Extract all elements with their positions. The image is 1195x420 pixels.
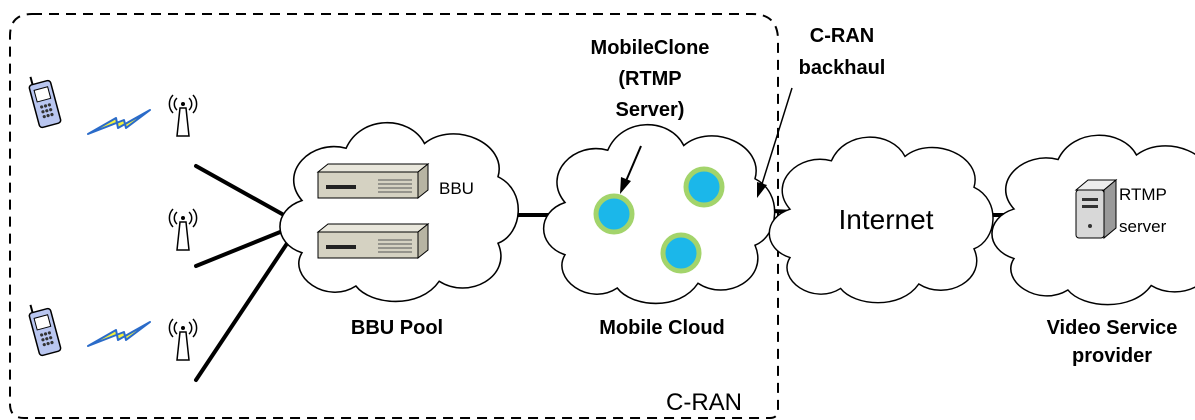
cran-backhaul-label-2: backhaul [799, 57, 886, 79]
vm-instance-icon [593, 193, 635, 235]
internet-label: Internet [839, 204, 934, 235]
fronthaul-links [194, 164, 302, 382]
antenna-icon [168, 208, 198, 251]
bbu-server-icon [317, 223, 429, 259]
video-service-label-2: provider [1072, 345, 1152, 367]
rtmp-server-icon [1074, 178, 1118, 240]
bbu-pool-label: BBU Pool [351, 317, 443, 339]
video-service-label-1: Video Service [1047, 317, 1178, 339]
backhaul-arrow [757, 87, 793, 198]
bbu-label: BBU [439, 179, 474, 198]
vm-instance-icon [683, 166, 725, 208]
mobile-cloud [542, 123, 776, 305]
mobileclone-label-1: MobileClone [591, 37, 710, 59]
rtmp-server-label-1: RTMP [1119, 185, 1167, 204]
cran-label: C-RAN [666, 389, 742, 416]
rtmp-server-label-2: server [1119, 217, 1167, 236]
bbu-server-icon [317, 163, 429, 199]
cran-backhaul-label-1: C-RAN [810, 25, 874, 47]
mobileclone-label-2: (RTMP [618, 68, 681, 90]
antenna-icon [168, 94, 198, 137]
phone-icon [27, 75, 63, 130]
vm-instance-icon [660, 232, 702, 274]
mobileclone-arrow [620, 145, 642, 194]
phone-icon [27, 303, 63, 358]
cran-boundary [9, 13, 779, 419]
antenna-icon [168, 318, 198, 361]
lightning-icon [87, 321, 151, 347]
lightning-icon [87, 109, 151, 135]
bbu-pool-cloud [279, 121, 520, 303]
mobileclone-label-3: Server) [616, 99, 685, 121]
mobile-cloud-label: Mobile Cloud [599, 317, 725, 339]
